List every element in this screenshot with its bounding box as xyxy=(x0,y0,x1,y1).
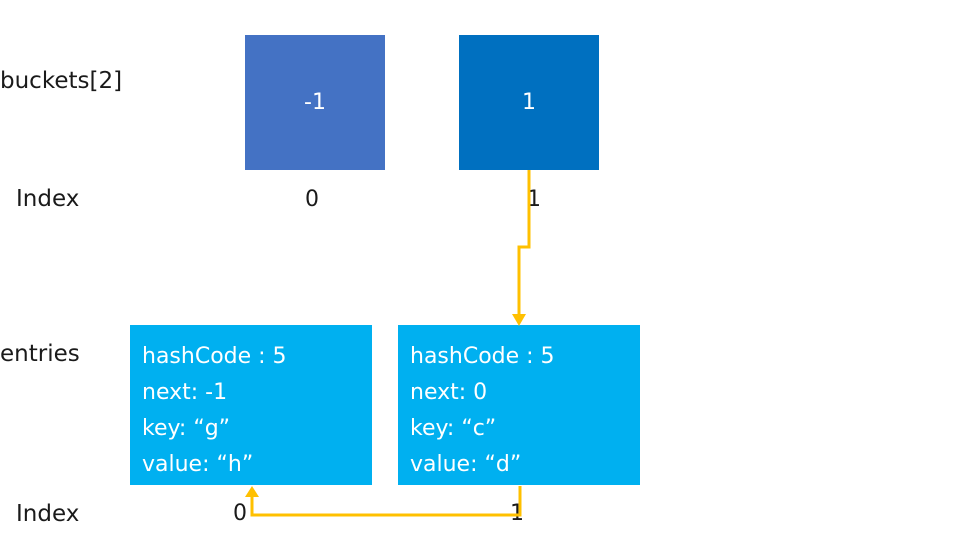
entry-0-key: key: “g” xyxy=(142,416,231,441)
entry-0-value: value: “h” xyxy=(142,452,254,477)
entry-1-key: key: “c” xyxy=(410,416,497,441)
entry-index-label: Index xyxy=(16,501,80,527)
entry-1-hashcode: hashCode : 5 xyxy=(410,344,555,369)
entry-1-value: value: “d” xyxy=(410,452,522,477)
entry-0: hashCode : 5 next: -1 key: “g” value: “h… xyxy=(130,325,372,485)
bucket-to-entry-arrowhead xyxy=(512,314,526,326)
bucket-0-value: -1 xyxy=(304,90,326,115)
entry-0-index: 0 xyxy=(233,501,247,526)
entry-next-arrow xyxy=(250,486,522,517)
entry-next-arrowhead xyxy=(245,486,259,497)
entry-1: hashCode : 5 next: 0 key: “c” value: “d” xyxy=(398,325,640,485)
bucket-to-entry-arrow xyxy=(517,170,531,318)
entries-label: entries xyxy=(0,341,80,367)
entry-0-hashcode: hashCode : 5 xyxy=(142,344,287,369)
bucket-0: -1 xyxy=(245,35,385,170)
bucket-index-label: Index xyxy=(16,186,80,212)
buckets-label: buckets[2] xyxy=(0,68,123,94)
bucket-1: 1 xyxy=(459,35,599,170)
bucket-1-value: 1 xyxy=(522,90,536,115)
bucket-0-index: 0 xyxy=(305,187,319,212)
entry-0-next: next: -1 xyxy=(142,380,228,405)
entry-1-next: next: 0 xyxy=(410,380,488,405)
